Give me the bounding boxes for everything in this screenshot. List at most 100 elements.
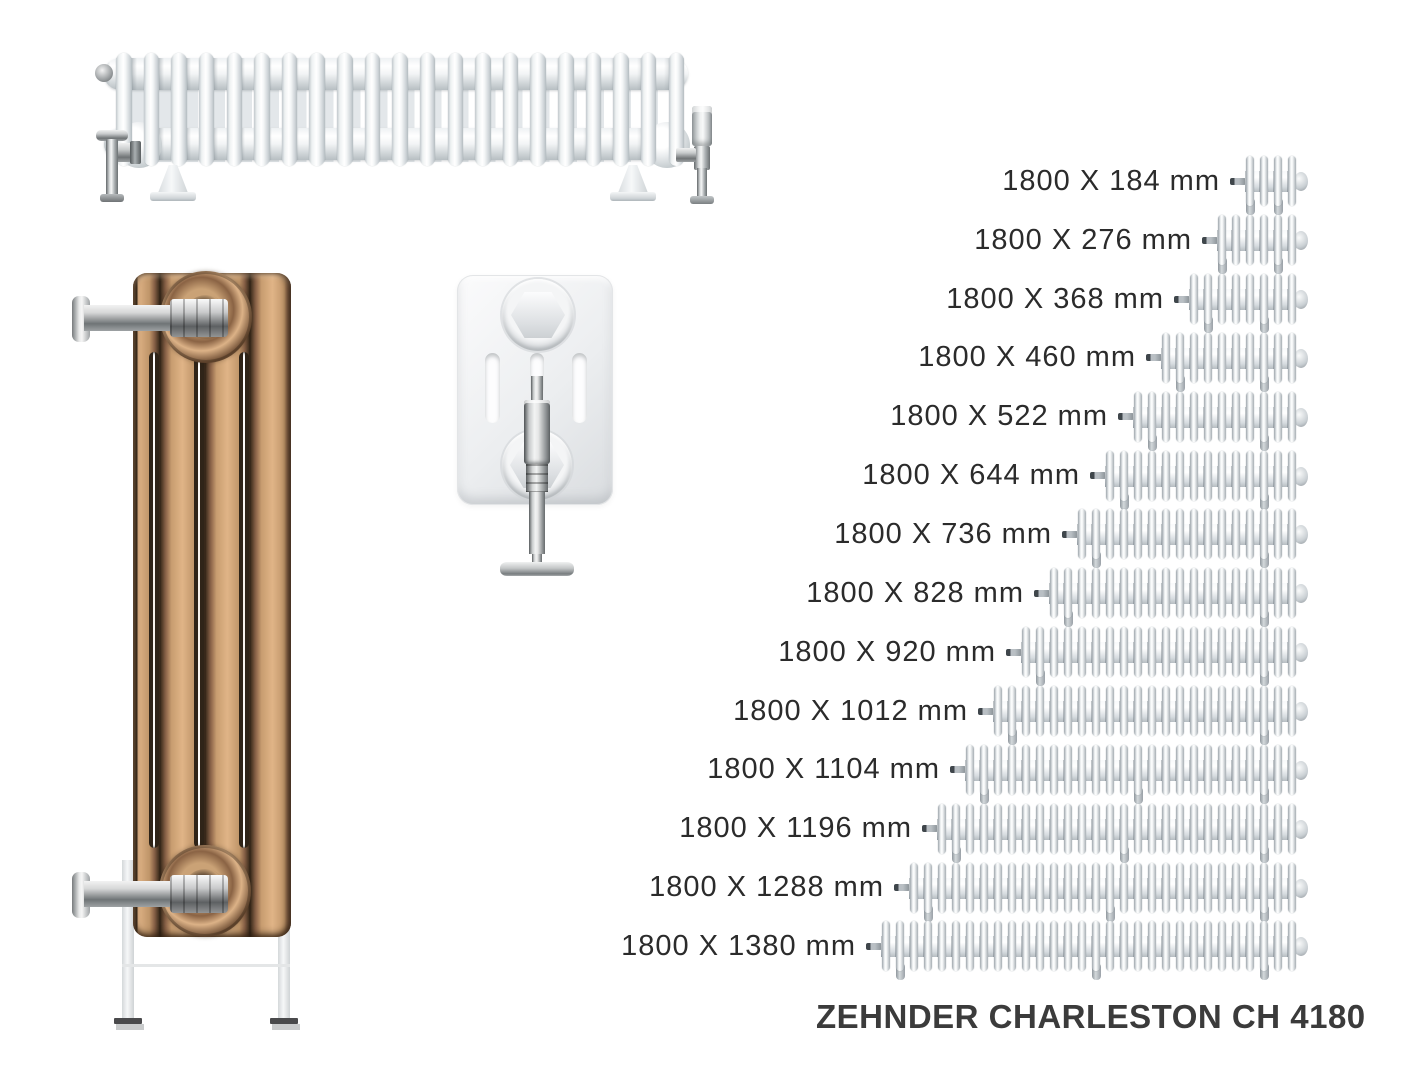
thumbnail-foot xyxy=(1148,433,1157,451)
radiator-column xyxy=(1162,450,1170,501)
radiator-column xyxy=(1022,862,1030,913)
radiator-column xyxy=(1176,627,1184,678)
thumbnail-columns xyxy=(1162,332,1296,383)
radiator-column xyxy=(1288,803,1296,854)
radiator-column xyxy=(1120,568,1128,619)
radiator-column xyxy=(502,53,519,166)
radiator-column xyxy=(1246,332,1254,383)
radiator-thumbnail xyxy=(909,862,1308,922)
radiator-column xyxy=(1204,332,1212,383)
radiator-column xyxy=(1218,450,1226,501)
thumbnail-end-cap xyxy=(1294,878,1308,898)
radiator-column xyxy=(1246,921,1254,972)
radiator-column xyxy=(1204,568,1212,619)
thumbnail-foot xyxy=(1092,551,1101,569)
thumbnail-foot xyxy=(1120,845,1129,863)
radiator-column xyxy=(281,53,298,166)
radiator-column xyxy=(1288,450,1296,501)
radiator-column xyxy=(1162,803,1170,854)
radiator-thumbnail xyxy=(993,686,1308,746)
radiator-column xyxy=(171,53,187,166)
thumbnail-end-cap xyxy=(1294,819,1308,839)
thumbnail-manifold xyxy=(1189,289,1300,311)
thumbnail-manifold xyxy=(1133,406,1300,428)
radiator-column xyxy=(337,53,353,166)
size-label: 1800 X 522 mm xyxy=(890,400,1108,433)
chrome-pipe-top xyxy=(84,305,176,331)
radiator-column xyxy=(1204,862,1212,913)
radiator-column xyxy=(1078,627,1086,678)
column-gap-slot xyxy=(149,352,159,848)
radiator-column xyxy=(896,921,904,972)
radiator-column xyxy=(1050,921,1058,972)
front-columns xyxy=(116,53,684,166)
size-row: 1800 X 1288 mm xyxy=(560,858,1308,922)
radiator-column xyxy=(1120,450,1128,501)
radiator-column xyxy=(1190,921,1198,972)
valve-tail-top xyxy=(531,376,543,404)
size-label: 1800 X 828 mm xyxy=(806,576,1024,609)
radiator-column xyxy=(1190,627,1198,678)
radiator-column xyxy=(1162,509,1170,560)
radiator-column xyxy=(1176,686,1184,737)
radiator-column xyxy=(1064,921,1072,972)
radiator-column xyxy=(1246,627,1254,678)
radiator-column xyxy=(1162,744,1170,795)
radiator-column xyxy=(966,862,974,913)
radiator-thumbnail xyxy=(1133,391,1308,451)
radiator-column xyxy=(1106,686,1114,737)
thumbnail-end-cap xyxy=(1294,525,1308,545)
radiator-column xyxy=(1274,862,1282,913)
thumbnail-end-cap xyxy=(1294,290,1308,310)
floor-support-plate xyxy=(500,562,574,576)
radiator-column xyxy=(1050,862,1058,913)
thumbnail-columns xyxy=(910,862,1296,913)
chrome-pipe-bottom xyxy=(84,881,176,907)
radiator-column xyxy=(1106,627,1114,678)
radiator-column xyxy=(1288,686,1296,737)
thumbnail-columns xyxy=(882,921,1296,972)
radiator-column xyxy=(966,744,974,795)
thumbnail-end-cap xyxy=(1294,231,1308,251)
radiator-column xyxy=(1036,744,1044,795)
radiator-column xyxy=(1106,568,1114,619)
thumbnail-foot xyxy=(1260,316,1269,334)
radiator-column xyxy=(1274,744,1282,795)
product-title: ZEHNDER CHARLESTON CH 4180 xyxy=(816,998,1366,1035)
radiator-column xyxy=(1288,391,1296,442)
radiator-column xyxy=(1204,921,1212,972)
radiator-column xyxy=(980,744,988,795)
thumbnail-foot xyxy=(1064,610,1073,628)
thumbnail-end-cap xyxy=(1294,172,1308,192)
thumbnail-end-cap xyxy=(1294,937,1308,957)
thumbnail-foot xyxy=(980,786,989,804)
size-list: 1800 X 184 mm 1800 X 276 mm 1800 X 368 m… xyxy=(560,152,1308,981)
radiator-column xyxy=(1134,686,1142,737)
inlet-stub-icon xyxy=(894,884,910,892)
radiator-column xyxy=(1050,568,1058,619)
thumbnail-manifold xyxy=(909,877,1300,899)
radiator-column xyxy=(1078,921,1086,972)
radiator-column xyxy=(1190,509,1198,560)
radiator-column xyxy=(1218,862,1226,913)
radiator-column xyxy=(1148,568,1156,619)
inlet-stub-icon xyxy=(1146,354,1162,362)
radiator-column xyxy=(1190,803,1198,854)
radiator-column xyxy=(1120,921,1128,972)
thermostatic-valve-pipe xyxy=(697,168,707,198)
radiator-column xyxy=(530,53,546,166)
radiator-column xyxy=(1274,921,1282,972)
radiator-column xyxy=(966,921,974,972)
radiator-column xyxy=(980,803,988,854)
radiator-column xyxy=(1204,803,1212,854)
inlet-stub-icon xyxy=(1202,236,1218,244)
radiator-column xyxy=(1120,803,1128,854)
thumbnail-columns xyxy=(1022,627,1296,678)
thumbnail-foot xyxy=(1036,669,1045,687)
inlet-stub-icon xyxy=(1034,589,1050,597)
radiator-column xyxy=(1092,862,1100,913)
size-row: 1800 X 460 mm xyxy=(560,329,1308,392)
radiator-column xyxy=(1232,215,1240,266)
radiator-column xyxy=(1246,156,1254,207)
radiator-column xyxy=(1176,391,1184,442)
